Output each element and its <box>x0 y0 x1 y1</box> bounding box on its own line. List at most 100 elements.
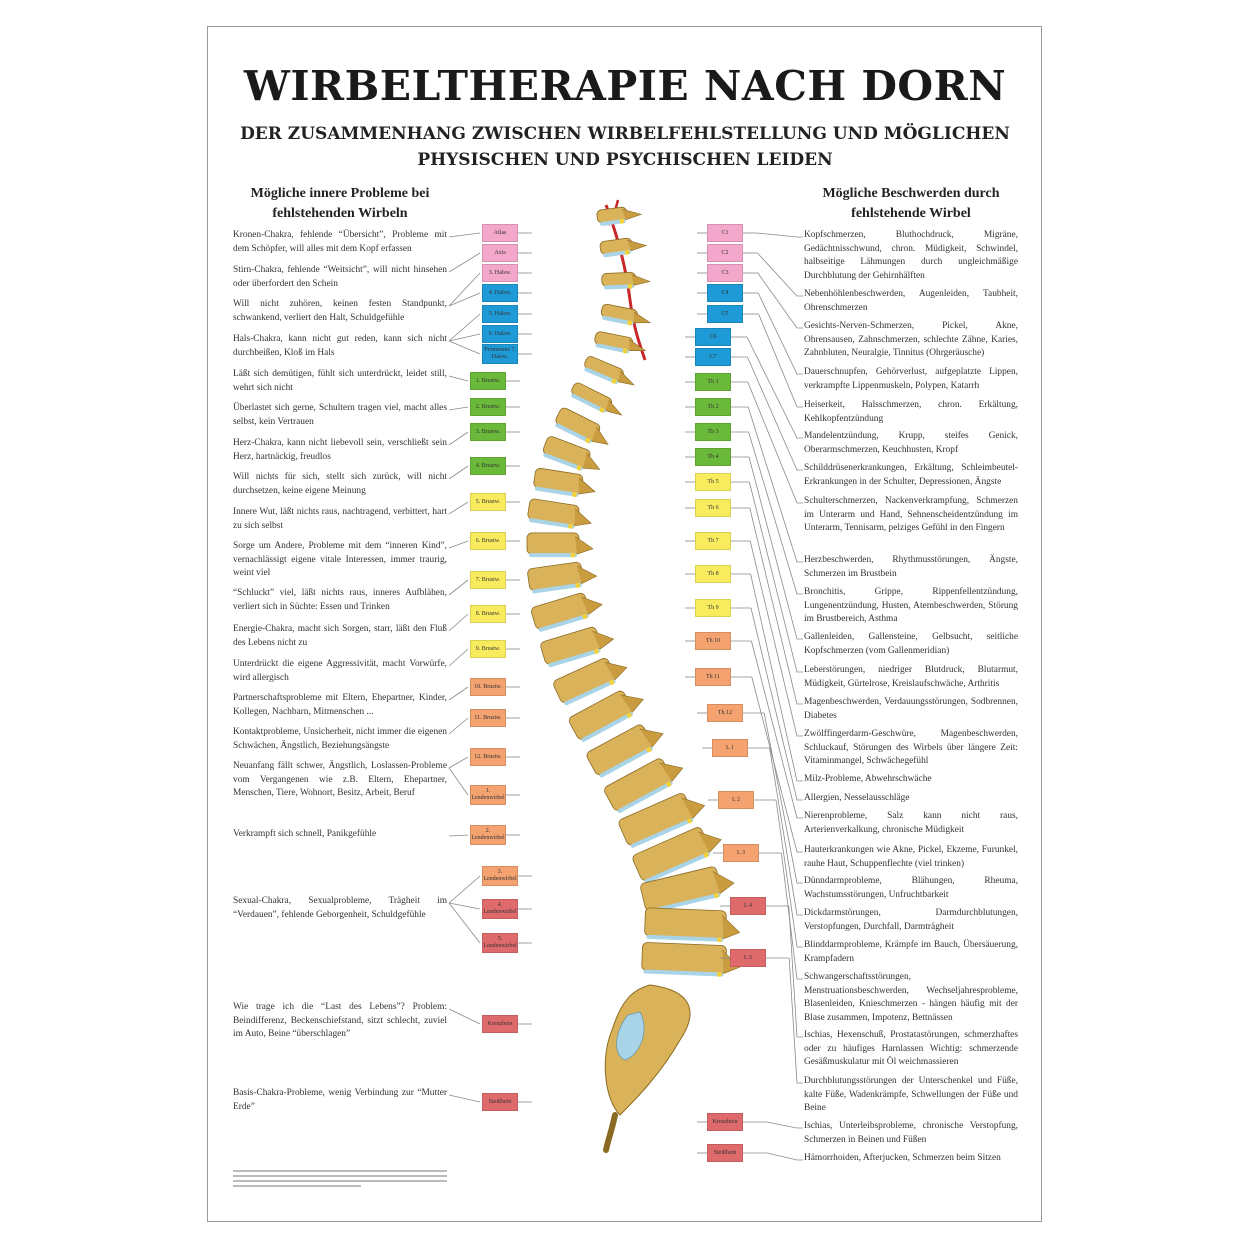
right-vertebra-box: L 4 <box>730 897 766 915</box>
leader-line <box>448 834 469 837</box>
spinous-process <box>633 311 652 324</box>
nerve-root <box>626 712 632 718</box>
leader-line <box>747 381 803 504</box>
right-vertebra-box: Th 10 <box>695 632 731 650</box>
right-complaint-text: Blinddarmprobleme, Krämpfe im Bauch, Übe… <box>804 940 1018 964</box>
intervertebral-disc <box>548 648 601 668</box>
spinous-process <box>574 508 592 527</box>
right-complaint-text: Dauerschnupfen, Gehörverlust, aufgeplatz… <box>804 367 1018 391</box>
left-vertebra-box: 3. Lendenwirbel <box>482 866 518 886</box>
left-vertebra-box: 11. Brustw. <box>470 709 506 727</box>
leader-line <box>448 875 481 904</box>
vertebra <box>571 382 623 416</box>
intervertebral-disc <box>543 453 583 471</box>
leader-line <box>448 648 469 667</box>
right-vertebra-box: C2 <box>707 244 743 262</box>
leader-line <box>763 712 803 884</box>
spinous-process <box>605 400 623 416</box>
left-problem-text: Sorge um Andere, Probleme mit dem “inner… <box>233 541 447 579</box>
intervertebral-disc <box>630 818 694 848</box>
left-heading-line1: Mögliche innere Probleme bei <box>250 186 430 201</box>
left-vertebra-box: 3. Brustw. <box>470 423 506 441</box>
vertebra <box>527 561 598 594</box>
right-complaint-text: Schulterschmerzen, Nackenverkrampfung, S… <box>804 496 1018 534</box>
spinous-process <box>591 426 609 445</box>
left-problem-text: Sexual-Chakra, Sexualprobleme, Trägheit … <box>233 896 447 920</box>
poster-subtitle-line1: DER ZUSAMMENHANG ZWISCHEN WIRBELFEHLSTEL… <box>240 124 1010 144</box>
left-vertebra-box: 1. Lendenwirbel <box>470 785 506 805</box>
nerve-root <box>599 407 605 413</box>
left-vertebra-box: 6. Brustw. <box>470 532 506 550</box>
leader-line <box>746 336 803 439</box>
intervertebral-disc <box>532 583 582 594</box>
leader-line <box>448 767 469 796</box>
right-vertebra-box: Steißbein <box>707 1144 743 1162</box>
spinous-process <box>722 915 741 940</box>
right-vertebra-box: Th 3 <box>695 423 731 441</box>
leader-line <box>448 252 481 273</box>
leader-line <box>766 1121 803 1129</box>
vertebra <box>594 331 647 354</box>
leader-line <box>757 292 803 375</box>
footnote-fineprint <box>233 1170 447 1190</box>
leader-line <box>448 902 481 944</box>
leader-line <box>749 540 803 737</box>
right-complaint-text: Dünndarmprobleme, Blähungen, Rheuma, Wac… <box>804 876 1018 900</box>
left-problem-text: Stirn-Chakra, fehlende “Weitsicht”, will… <box>233 265 447 289</box>
intervertebral-disc <box>528 518 575 529</box>
intervertebral-disc <box>584 367 618 384</box>
leader-line <box>448 540 469 549</box>
nerve-root <box>575 582 581 588</box>
intervertebral-disc <box>555 423 592 444</box>
poster-subtitle-line2: PHYSISCHEN UND PSYCHISCHEN LEIDEN <box>417 150 833 170</box>
nerve-root <box>567 523 573 529</box>
nerve-root <box>716 971 722 977</box>
spinous-process <box>631 274 651 286</box>
nerve-root <box>646 747 652 753</box>
spinous-process <box>583 452 601 470</box>
leader-line <box>750 607 803 801</box>
right-vertebra-box: L 2 <box>718 791 754 809</box>
left-problem-text: Will nicht zuhören, keinen festen Standp… <box>233 299 447 323</box>
leader-line <box>757 252 803 297</box>
left-vertebra-box: 2. Brustw. <box>470 398 506 416</box>
left-vertebra-box: Steißbein <box>482 1093 518 1111</box>
leader-line <box>448 340 481 355</box>
left-vertebra-box: 8. Brustw. <box>470 605 506 623</box>
right-vertebra-box: Th 12 <box>707 704 743 722</box>
right-vertebra-box: C7 <box>695 348 731 366</box>
right-vertebra-box: Th 6 <box>695 499 731 517</box>
vertebra <box>555 407 609 445</box>
right-complaint-text: Hämorrhoiden, Afterjucken, Schmerzen bei… <box>804 1153 1001 1163</box>
intervertebral-disc <box>643 969 724 977</box>
vertebra <box>632 827 722 884</box>
leader-line <box>756 232 803 238</box>
leader-line <box>448 465 469 480</box>
spinous-process <box>620 694 644 713</box>
vertebra <box>586 724 664 778</box>
left-vertebra-box: 5. Halsw. <box>482 305 518 323</box>
leader-line <box>448 501 469 515</box>
spinous-process <box>712 871 735 894</box>
leader-line <box>448 406 469 411</box>
left-problem-text: Wie trage ich die “Last des Lebens”? Pro… <box>233 1002 447 1040</box>
spinous-process <box>574 536 594 555</box>
intervertebral-disc <box>595 343 630 354</box>
intervertebral-disc <box>646 934 724 942</box>
leader-line <box>751 640 803 819</box>
left-problem-text: Hals-Chakra, kann nicht gut reden, kann … <box>233 334 447 358</box>
leader-line <box>788 957 803 1084</box>
left-vertebra-box: 4. Halsw. <box>482 284 518 302</box>
vertebra <box>644 907 741 943</box>
left-column-heading: Mögliche innere Probleme bei fehlstehend… <box>220 184 460 224</box>
left-problem-text: Neuanfang fällt schwer, Ängstlich, Losla… <box>233 761 447 799</box>
leader-line <box>781 852 803 980</box>
left-vertebra-box: 12. Brustw. <box>470 748 506 766</box>
nerve-root <box>585 437 591 443</box>
right-complaint-text: Milz-Probleme, Abwehrschwäche <box>804 774 932 784</box>
leader-line <box>448 272 481 307</box>
vertebra-body <box>641 942 727 974</box>
left-problem-text: Läßt sich demütigen, fühlt sich unterdrü… <box>233 369 447 393</box>
leader-line <box>751 676 803 853</box>
nerve-root <box>627 283 633 289</box>
